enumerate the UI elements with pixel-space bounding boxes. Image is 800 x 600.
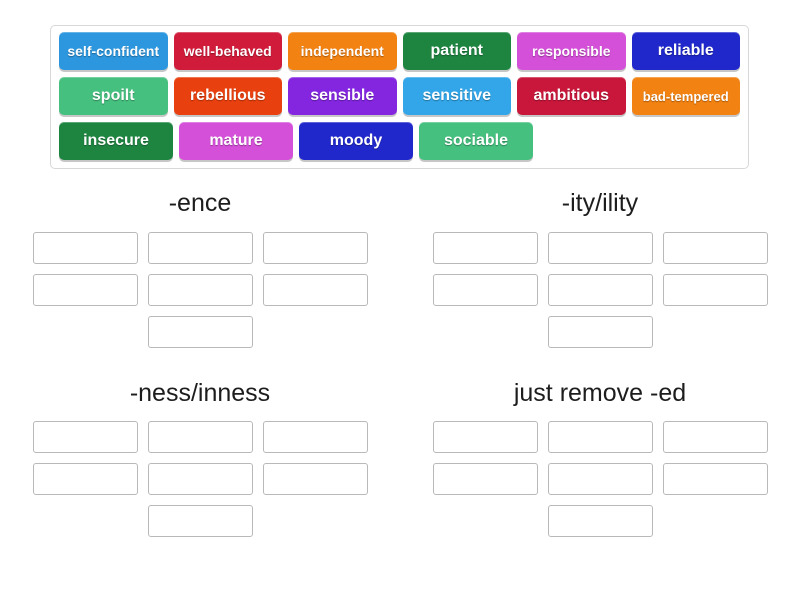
group-title: just remove -ed: [513, 378, 687, 407]
word-tile-moody[interactable]: moody: [299, 122, 413, 160]
drop-slot[interactable]: [547, 315, 653, 348]
word-tile-insecure[interactable]: insecure: [59, 122, 173, 160]
drop-slot[interactable]: [547, 505, 653, 537]
drop-slot[interactable]: [432, 463, 538, 495]
group-column: -ence: [0, 182, 400, 358]
group-slot-grid: [20, 421, 380, 547]
drop-slot[interactable]: [32, 231, 138, 264]
drop-slot[interactable]: [662, 273, 768, 306]
drop-slot[interactable]: [662, 231, 768, 264]
group-slot-grid: [20, 231, 380, 358]
drop-slot[interactable]: [147, 463, 253, 495]
word-tile-ambitious[interactable]: ambitious: [517, 77, 626, 115]
word-tile-sociable[interactable]: sociable: [419, 122, 533, 160]
word-tile-self-confident[interactable]: self-confident: [59, 32, 168, 70]
drop-slot[interactable]: [147, 505, 253, 537]
drop-slot[interactable]: [262, 421, 368, 453]
drop-slot[interactable]: [547, 231, 653, 264]
drop-slot[interactable]: [147, 231, 253, 264]
drop-slot[interactable]: [432, 273, 538, 306]
drop-slot[interactable]: [147, 273, 253, 306]
word-tile-well-behaved[interactable]: well-behaved: [173, 32, 282, 70]
group-column: -ness/inness: [0, 358, 400, 548]
word-tile-rebellious[interactable]: rebellious: [173, 77, 282, 115]
word-tile-patient[interactable]: patient: [402, 32, 511, 70]
word-tile-reliable[interactable]: reliable: [631, 32, 740, 70]
drop-slot[interactable]: [32, 273, 138, 306]
drop-slot[interactable]: [432, 231, 538, 264]
drop-slot[interactable]: [547, 273, 653, 306]
group-sort-area: -ence -ity/ility -ness/inness just remove -…: [0, 182, 800, 547]
group-title: -ence: [168, 189, 232, 217]
drop-slot[interactable]: [147, 421, 253, 453]
group-title: -ity/ility: [561, 189, 639, 217]
group-slot-grid: [420, 421, 780, 547]
drop-slot[interactable]: [432, 421, 538, 453]
word-tile-sensible[interactable]: sensible: [288, 77, 397, 115]
group-column: -ity/ility: [400, 182, 800, 358]
word-tile-sensitive[interactable]: sensitive: [402, 77, 511, 115]
drop-slot[interactable]: [547, 421, 653, 453]
group-row: -ence -ity/ility: [0, 182, 800, 358]
drop-slot[interactable]: [262, 231, 368, 264]
drop-slot[interactable]: [662, 463, 768, 495]
drop-slot[interactable]: [547, 463, 653, 495]
group-slot-grid: [420, 231, 780, 358]
group-title: -ness/inness: [129, 378, 271, 407]
drop-slot[interactable]: [262, 463, 368, 495]
word-tile-spoilt[interactable]: spoilt: [59, 77, 168, 115]
group-row: -ness/inness just remove -ed: [0, 358, 800, 548]
drop-slot[interactable]: [262, 273, 368, 306]
drop-slot[interactable]: [32, 463, 138, 495]
drop-slot[interactable]: [662, 421, 768, 453]
word-tile-mature[interactable]: mature: [179, 122, 293, 160]
word-tile-bad-tempered[interactable]: bad-tempered: [631, 77, 740, 115]
word-tile-responsible[interactable]: responsible: [517, 32, 626, 70]
drop-slot[interactable]: [32, 421, 138, 453]
drop-slot[interactable]: [147, 315, 253, 348]
word-tile-independent[interactable]: independent: [288, 32, 397, 70]
group-column: just remove -ed: [400, 358, 800, 548]
